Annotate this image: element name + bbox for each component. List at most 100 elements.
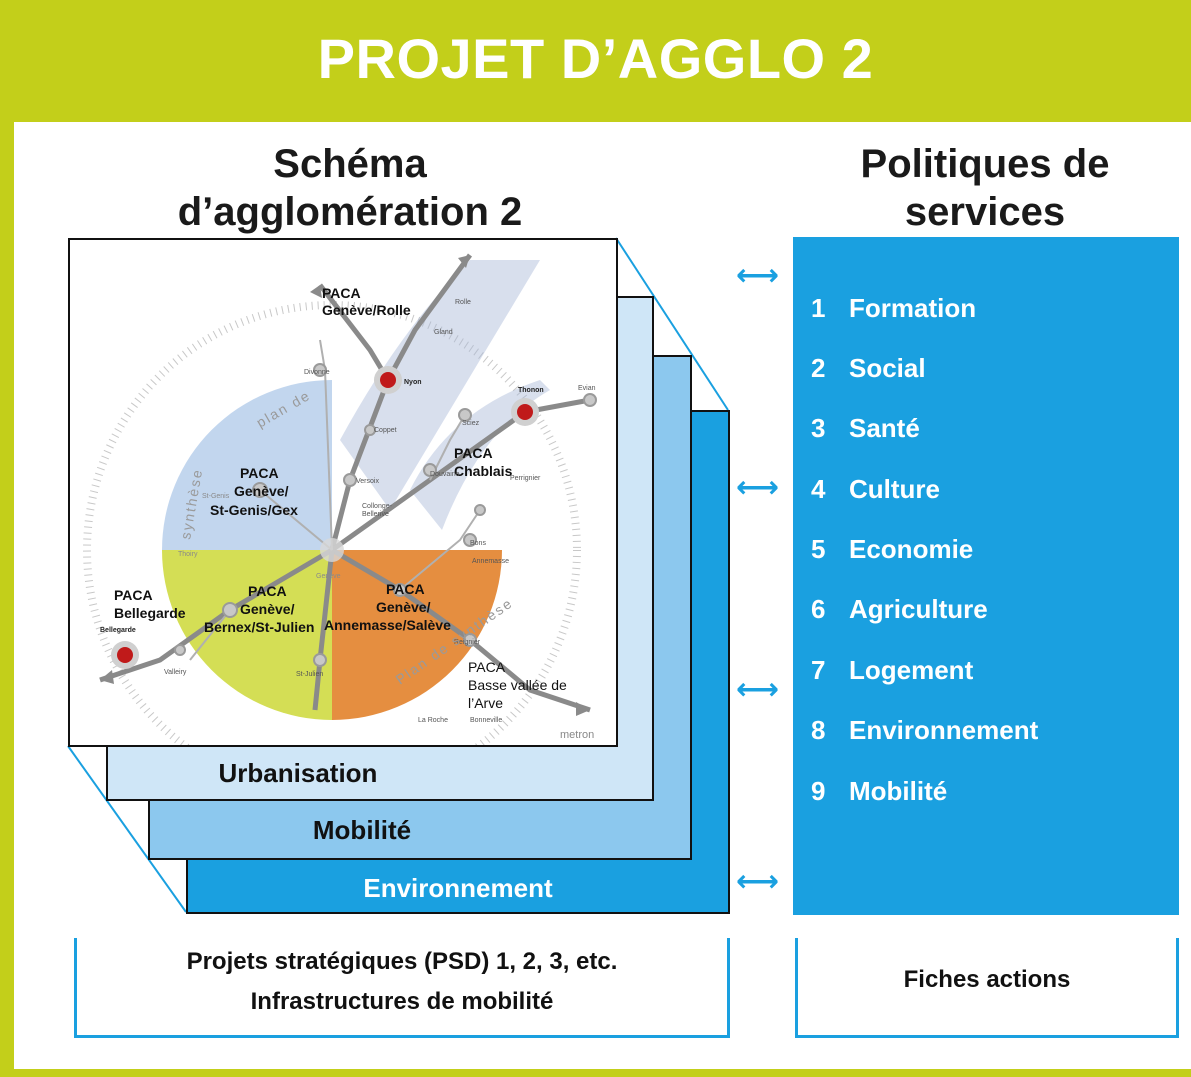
paca-bernex-l2: Genève/ [240, 601, 295, 617]
paca-labels: PACA Genève/Rolle PACA Chablais PACA Gen… [114, 285, 513, 635]
paca-stgenis-l2: Genève/ [234, 483, 289, 499]
arc-hatch [83, 301, 581, 745]
sector-rolle [340, 260, 540, 510]
town-sciez: Sciez [462, 420, 480, 427]
town-nyon: Nyon [404, 379, 422, 386]
service-number: 8 [811, 715, 826, 745]
service-item: 4 Culture [811, 474, 940, 505]
service-label: Social [849, 353, 926, 383]
bottom-green-border [0, 1069, 1191, 1077]
town-douvaine: Douvaine [430, 471, 460, 478]
sector-st-genis [162, 380, 332, 550]
arrowheads [100, 255, 590, 716]
service-label: Economie [849, 534, 974, 564]
paca-rolle-l1: PACA [322, 285, 361, 301]
service-item: 2 Social [811, 353, 926, 384]
paca-annemasse-l2: Genève/ [376, 599, 431, 615]
town-rolle: Rolle [455, 299, 471, 306]
service-item: 3 Santé [811, 413, 920, 444]
double-arrow-icon: ⟷ [736, 259, 780, 292]
town-nodes [174, 363, 597, 667]
paca-rolle-l2: Genève/Rolle [322, 302, 411, 318]
paca-chablais-l2: Chablais [454, 463, 513, 479]
bottom-right-bracket [795, 938, 1179, 1038]
double-arrow-icon: ⟷ [736, 865, 780, 898]
service-label: Santé [849, 413, 920, 443]
secondary-network [189, 339, 481, 661]
services-panel: 1 Formation 2 Social 3 Santé 4 Culture 5 Econ… [793, 237, 1179, 915]
bottom-left-text: Projets stratégiques (PSD) 1, 2, 3, etc.… [80, 942, 724, 1022]
service-label: Mobilité [849, 776, 948, 806]
town-st-genis: St-Genis [202, 493, 230, 500]
bottom-left-bracket [74, 938, 730, 1038]
service-item: 9 Mobilité [811, 776, 947, 807]
town-labels: Nyon Thonon Evian Rolle Gland Divonne Co… [100, 299, 596, 724]
bottom-left-line-1: Projets stratégiques (PSD) 1, 2, 3, etc. [186, 948, 618, 975]
title-banner: PROJET D’AGGLO 2 [0, 0, 1191, 122]
town-gland: Gland [434, 329, 453, 336]
town-thonon: Thonon [518, 387, 544, 394]
schema-map: PACA Genève/Rolle PACA Chablais PACA Gen… [68, 238, 618, 747]
paca-chablais-l1: PACA [454, 445, 493, 461]
sector-annemasse [332, 550, 502, 720]
service-item: 8 Environnement [811, 715, 1038, 746]
page-title: PROJET D’AGGLO 2 [317, 27, 874, 90]
town-geneve: Genève [316, 573, 341, 580]
service-number: 5 [811, 534, 826, 564]
town-perrignier: Perrignier [510, 475, 541, 482]
town-divonne: Divonne [304, 369, 330, 376]
service-item: 5 Economie [811, 534, 973, 565]
major-nodes [111, 366, 539, 669]
town-bons: Bons [470, 540, 486, 547]
layer-environnement-label: Environnement [363, 873, 553, 903]
paca-stgenis-l3: St-Genis/Gex [210, 502, 298, 518]
service-label: Culture [849, 474, 940, 504]
paca-bellegarde-l1: PACA [114, 587, 153, 603]
town-thoiry: Thoiry [178, 551, 198, 558]
sector-chablais [410, 380, 550, 530]
paca-bernex-l1: PACA [248, 583, 287, 599]
town-collonge: Collonge- [362, 503, 393, 510]
service-number: 2 [811, 353, 826, 383]
right-heading-line-2: services [904, 190, 1066, 234]
paca-arve-l1: PACA [468, 659, 506, 675]
town-la-roche: La Roche [418, 717, 448, 724]
town-bellerive: Bellerive [362, 511, 389, 518]
service-label: Logement [849, 655, 974, 685]
paca-bellegarde-l2: Bellegarde [114, 605, 186, 621]
service-label: Environnement [849, 715, 1039, 745]
service-number: 9 [811, 776, 826, 806]
paca-arve-l3: l’Arve [468, 695, 503, 711]
left-green-border [0, 122, 14, 1077]
town-bellegarde: Bellegarde [100, 627, 136, 634]
right-heading: Politiques de services [790, 140, 1180, 236]
bottom-left-line-2: Infrastructures de mobilité [250, 988, 554, 1015]
service-number: 4 [811, 474, 826, 504]
service-number: 7 [811, 655, 826, 685]
service-item: 1 Formation [811, 293, 976, 324]
double-arrow-icon: ⟷ [736, 673, 780, 706]
service-label: Formation [849, 293, 977, 323]
service-number: 1 [811, 293, 826, 323]
service-label: Agriculture [849, 594, 988, 624]
metron-credit: metron [560, 729, 594, 741]
town-versoix: Versoix [356, 478, 379, 485]
left-heading-line-2: d’agglomération 2 [177, 190, 523, 234]
town-evian: Evian [578, 385, 596, 392]
sector-bernex [162, 550, 332, 720]
double-arrow-icon: ⟷ [736, 471, 780, 504]
right-heading-line-1: Politiques de [860, 142, 1110, 186]
town-coppet: Coppet [374, 427, 397, 434]
town-reignier: Reignier [454, 639, 481, 646]
paca-arve-l2: Basse vallée de [468, 677, 567, 693]
paca-arve-label: PACA Basse vallée de l’Arve [468, 659, 567, 711]
left-heading: Schéma d’agglomération 2 [120, 140, 580, 236]
paca-annemasse-l3: Annemasse/Salève [324, 617, 451, 633]
service-number: 3 [811, 413, 826, 443]
schema-map-svg: PACA Genève/Rolle PACA Chablais PACA Gen… [83, 253, 597, 745]
layer-urbanisation-label: Urbanisation [218, 758, 378, 788]
paca-stgenis-l1: PACA [240, 465, 279, 481]
